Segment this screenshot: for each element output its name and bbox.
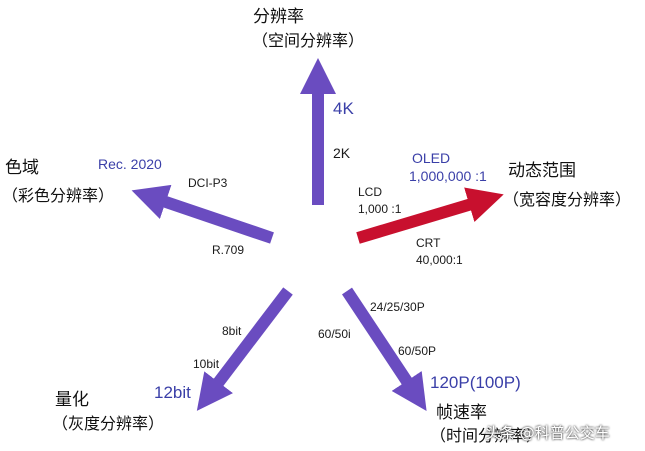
color-gamut-subtitle: （彩色分辨率） — [2, 186, 115, 205]
dynamic-range-title: 动态范围 — [508, 161, 576, 181]
frame-rate-tick-24-25-30p: 24/25/30P — [370, 300, 425, 314]
dynamic-range-lcd-value: 1,000 :1 — [358, 202, 402, 216]
frame-rate-tick-60-50p: 60/50P — [398, 344, 437, 358]
frame-rate-title: 帧速率 — [436, 403, 487, 423]
resolution-subtitle: （空间分辨率） — [252, 31, 365, 50]
quantization-tick-8bit: 8bit — [222, 324, 242, 338]
resolution-tick-4k: 4K — [333, 99, 354, 118]
dynamic-range-crt-value: 40,000:1 — [416, 253, 463, 267]
resolution-title: 分辨率 — [253, 7, 304, 27]
dynamic-range-arrow — [356, 187, 504, 244]
dynamic-range-oled-value: 1,000,000 :1 — [409, 168, 487, 184]
color-gamut-tick-dcip3: DCI-P3 — [188, 176, 228, 190]
dynamic-range-subtitle: （宽容度分辨率） — [503, 190, 632, 209]
quantization-arrow — [196, 287, 293, 411]
dynamic-range-crt-label: CRT — [416, 236, 441, 250]
quantization-tick-12bit: 12bit — [154, 383, 191, 402]
dynamic-range-oled-label: OLED — [412, 150, 451, 166]
color-gamut-title: 色域 — [5, 158, 39, 178]
frame-rate-subtitle: （时间分辨率） — [430, 426, 543, 445]
quantization-title: 量化 — [55, 390, 89, 410]
frame-rate-arrow — [341, 287, 427, 412]
quantization-tick-10bit: 10bit — [193, 357, 220, 371]
dynamic-range-lcd-label: LCD — [358, 185, 383, 199]
color-gamut-arrow — [131, 184, 274, 244]
resolution-tick-2k: 2K — [333, 145, 351, 161]
color-gamut-tick-rec2020: Rec. 2020 — [98, 156, 162, 172]
quantization-subtitle: （灰度分辨率） — [52, 414, 165, 433]
color-gamut-tick-r709: R.709 — [212, 243, 245, 257]
frame-rate-tick-60-50i: 60/50i — [318, 327, 351, 341]
watermark-text: 头条 @科普公交车 — [485, 424, 610, 442]
frame-rate-tick-120p: 120P(100P) — [430, 373, 521, 392]
